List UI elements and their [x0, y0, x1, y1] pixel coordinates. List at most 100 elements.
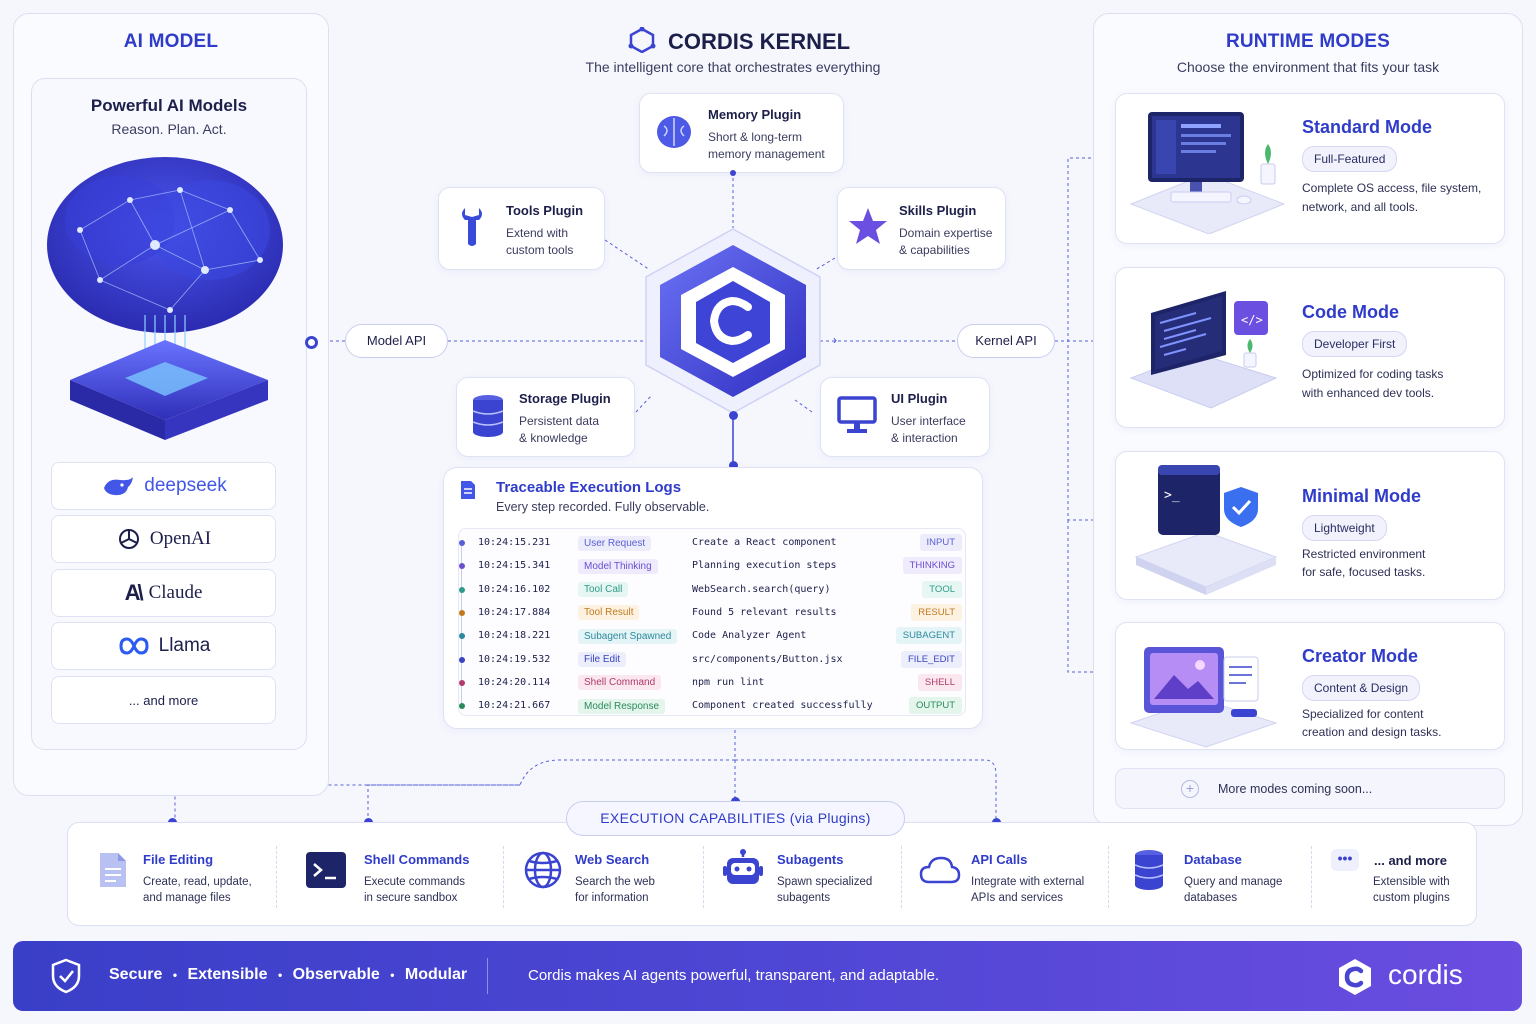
star-icon: [849, 208, 887, 244]
capability-title-subagents: Subagents: [777, 852, 844, 867]
ui-plugin-card[interactable]: UI Plugin User interface & interaction: [820, 377, 990, 457]
capability-desc-api-calls-1: Integrate with external: [971, 876, 1085, 888]
capability-desc-more-1: Extensible with: [1373, 876, 1450, 888]
mode-title-creator: Creator Mode: [1302, 646, 1419, 666]
mode-desc-code-1: Optimized for coding tasks: [1302, 367, 1444, 381]
footer-brand-name: cordis: [1388, 959, 1463, 990]
capability-divider-2: [503, 846, 504, 908]
mode-title-minimal: Minimal Mode: [1302, 486, 1422, 506]
mode-tag-code: Developer First: [1302, 331, 1408, 357]
capability-desc-shell-commands-2: in secure sandbox: [364, 892, 458, 904]
memory-plugin-card[interactable]: Memory Plugin Short & long-term memory m…: [639, 93, 844, 173]
tools-plugin-title: Tools Plugin: [506, 203, 584, 218]
connector-dot-kernel-bottom: [729, 461, 738, 470]
log-badge: SHELL: [917, 673, 962, 691]
skills-plugin-card[interactable]: Skills Plugin Domain expertise & capabil…: [837, 187, 1006, 270]
log-row[interactable]: 10:24:17.884 Tool Result Found 5 relevant …: [459, 602, 964, 623]
mode-desc-standard-1: Complete OS access, file system,: [1302, 181, 1482, 195]
log-event-type: Tool Result: [578, 605, 640, 621]
ellipsis-icon: •••: [1331, 849, 1359, 871]
capability-file-editing[interactable]: File Editing Create, read, update, and m…: [80, 845, 280, 915]
shield-check-icon: [51, 958, 81, 994]
ui-plugin-title: UI Plugin: [891, 391, 948, 406]
kernel-api-pill[interactable]: Kernel API: [957, 324, 1055, 358]
capability-desc-web-search-2: for information: [575, 892, 649, 904]
capability-desc-subagents-2: subagents: [777, 892, 831, 904]
footer-bullet-3: •: [390, 968, 395, 982]
capability-desc-database-1: Query and manage: [1184, 876, 1283, 888]
capability-api-calls[interactable]: API Calls Integrate with external APIs a…: [915, 845, 1105, 915]
footer-banner: [13, 941, 1522, 1011]
log-badge: THINKING: [902, 557, 962, 575]
robot-icon: [723, 849, 763, 884]
log-timestamp: 10:24:15.341: [478, 560, 551, 572]
model-card-deepseek[interactable]: deepseek: [51, 462, 276, 510]
storage-plugin-title: Storage Plugin: [519, 391, 611, 406]
log-timestamp: 10:24:17.884: [478, 606, 551, 618]
kernel-core-hexagon: [645, 228, 821, 414]
model-card-llama[interactable]: Llama: [51, 622, 276, 670]
skills-plugin-desc-1: Domain expertise: [899, 226, 993, 240]
log-timestamp: 10:24:16.102: [478, 583, 551, 595]
capability-web-search[interactable]: Web Search Search the web for informatio…: [520, 845, 700, 915]
mode-card-standard[interactable]: Standard Mode Full-Featured Complete OS …: [1115, 93, 1505, 244]
runtime-section-title: RUNTIME MODES: [1225, 31, 1391, 52]
footer-value-observable: Observable: [292, 966, 380, 983]
tools-plugin-card[interactable]: Tools Plugin Extend with custom tools: [438, 187, 605, 270]
capability-more[interactable]: ••• ... and more Extensible with custom …: [1325, 845, 1470, 915]
mode-tag-creator: Content & Design: [1302, 675, 1421, 701]
kernel-subtitle: The intelligent core that orchestrates e…: [585, 59, 881, 75]
storage-plugin-card[interactable]: Storage Plugin Persistent data & knowled…: [456, 377, 635, 457]
capability-title-file-editing: File Editing: [143, 852, 214, 867]
log-message: Planning execution steps: [692, 560, 837, 572]
document-icon: [461, 481, 475, 499]
log-event-type: Model Thinking: [578, 558, 658, 574]
log-timestamp: 10:24:20.114: [478, 676, 551, 688]
logs-title: Traceable Execution Logs: [496, 479, 682, 496]
storage-plugin-desc-1: Persistent data: [519, 414, 600, 428]
model-api-pill[interactable]: Model API: [345, 324, 448, 358]
mode-card-code[interactable]: </> Code Mode Developer First Optimized …: [1115, 267, 1505, 428]
mode-desc-code-2: with enhanced dev tools.: [1302, 386, 1435, 400]
log-badge: RESULT: [911, 603, 962, 621]
footer-values: Secure • Extensible • Observable • Modul…: [109, 966, 467, 984]
svg-text:</>: </>: [1241, 313, 1263, 327]
file-icon: [100, 853, 126, 887]
log-message: Found 5 relevant results: [692, 606, 837, 618]
log-event-type: Model Response: [578, 698, 666, 714]
log-row[interactable]: 10:24:15.341 Model Thinking Planning execu…: [459, 555, 964, 576]
runtime-subtitle: Choose the environment that fits your ta…: [1176, 59, 1440, 75]
footer-bullet-1: •: [172, 968, 178, 982]
capability-subagents[interactable]: Subagents Spawn specialized subagents: [718, 845, 898, 915]
more-modes-button[interactable]: + More modes coming soon...: [1115, 768, 1505, 809]
model-card-claude[interactable]: A\ Claude: [51, 569, 276, 617]
ai-model-section-title: AI MODEL: [123, 31, 219, 52]
mode-card-creator[interactable]: Creator Mode Content & Design Specialize…: [1115, 622, 1505, 750]
log-timeline-dot: [459, 586, 465, 593]
log-timestamp: 10:24:21.667: [478, 700, 551, 712]
mode-tag-minimal: Lightweight: [1302, 515, 1387, 541]
storage-plugin-desc-2: & knowledge: [519, 431, 588, 445]
capability-desc-subagents-1: Spawn specialized: [777, 876, 873, 888]
log-message: Create a React component: [692, 537, 837, 548]
model-card-openai[interactable]: OpenAI: [51, 515, 276, 563]
capability-database[interactable]: Database Query and manage databases: [1125, 845, 1305, 915]
capability-divider-6: [1311, 846, 1312, 908]
capability-shell-commands[interactable]: Shell Commands Execute commands in secur…: [300, 845, 500, 915]
skills-plugin-desc-2: & capabilities: [899, 243, 970, 257]
capability-divider-3: [703, 846, 704, 908]
ui-plugin-desc-1: User interface: [891, 414, 966, 428]
tools-plugin-desc-2: custom tools: [506, 243, 574, 257]
model-card-more[interactable]: ... and more: [51, 676, 276, 724]
mode-card-minimal[interactable]: >_ Minimal Mode Lightweight Restricted e…: [1115, 451, 1505, 600]
capability-divider-1: [276, 846, 277, 908]
footer-tagline: Cordis makes AI agents powerful, transpa…: [528, 967, 940, 984]
capability-title-database: Database: [1184, 852, 1242, 867]
